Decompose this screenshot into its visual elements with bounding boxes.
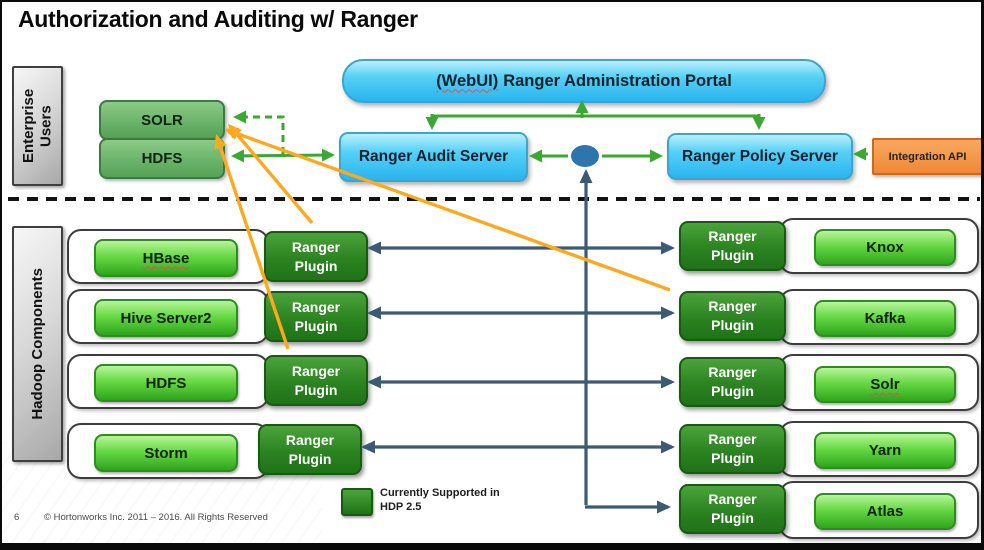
ranger-policy-server-label: Ranger Policy Server [682,147,838,165]
storm-ranger-plugin: Ranger Plugin [258,424,362,475]
hbase-label: HBase [142,249,190,267]
hadoop-components-label-box: Hadoop Components [12,226,63,462]
yarn-label: Yarn [868,442,902,459]
atlas-box: Atlas [814,493,956,530]
hbase-ranger-plugin: Ranger Plugin [264,231,368,282]
page-number: 6 [14,512,20,523]
atlas-label: Atlas [866,503,904,520]
kafka-ranger-plugin: Ranger Plugin [679,291,786,341]
integration-api-box: Integration API [872,138,981,175]
enterprise-users-label: Enterprise Users [20,88,55,164]
hdfs-label: HDFS [145,374,187,392]
hdfs-store-box: HDFS [99,138,225,179]
solr-ranger-plugin: Ranger Plugin [679,357,786,407]
portal-label: Ranger Administration Portal [503,71,732,90]
row-kafka: Kafka [779,289,979,345]
yarn-ranger-plugin: Ranger Plugin [679,424,786,474]
hbase-box: HBase [94,239,238,277]
row-atlas: Atlas [779,481,979,539]
row-hbase: HBase [67,229,269,284]
knox-label: Knox [866,239,904,256]
solr-store-box: SOLR [99,100,225,140]
row-solr: Solr [779,354,979,411]
hive-label: Hive Server2 [120,309,212,327]
knox-ranger-plugin: Ranger Plugin [679,221,786,271]
row-hdfs: HDFS [67,354,269,409]
legend-supported-swatch [341,488,373,516]
hdfs-ranger-plugin: Ranger Plugin [264,355,368,406]
row-hive: Hive Server2 [67,289,269,344]
solr-box: Solr [814,366,956,403]
portal-webui-text: (WebUI) [436,71,499,90]
kafka-label: Kafka [864,310,906,327]
row-yarn: Yarn [779,421,979,477]
policy-hub-node [571,145,599,167]
ranger-audit-server-label: Ranger Audit Server [358,148,509,165]
policy-sync-links [361,169,675,514]
row-storm: Storm [67,423,269,479]
hadoop-components-label: Hadoop Components [28,268,46,420]
yarn-box: Yarn [814,432,956,469]
hdfs-store-label: HDFS [141,150,183,167]
enterprise-users-label-box: Enterprise Users [12,66,63,186]
storm-box: Storm [94,434,238,472]
page-title: Authorization and Auditing w/ Ranger [18,6,418,32]
ranger-admin-portal-box: (WebUI) Ranger Administration Portal [342,59,826,103]
hdfs-box: HDFS [94,364,238,402]
hive-box: Hive Server2 [94,299,238,337]
ranger-audit-server-box: Ranger Audit Server [339,132,528,182]
kafka-box: Kafka [814,300,956,337]
integration-api-label: Integration API [888,150,967,163]
storm-label: Storm [144,444,188,462]
ranger-policy-server-box: Ranger Policy Server [667,133,853,180]
atlas-ranger-plugin: Ranger Plugin [679,484,786,534]
copyright: © Hortonworks Inc. 2011 – 2016. All Righ… [44,512,268,523]
knox-box: Knox [814,229,956,266]
solr-store-label: SOLR [141,111,183,129]
row-knox: Knox [779,218,979,274]
solr-label: Solr [870,376,900,393]
legend-text: Currently Supported in HDP 2.5 [380,487,500,514]
hive-ranger-plugin: Ranger Plugin [264,291,368,342]
